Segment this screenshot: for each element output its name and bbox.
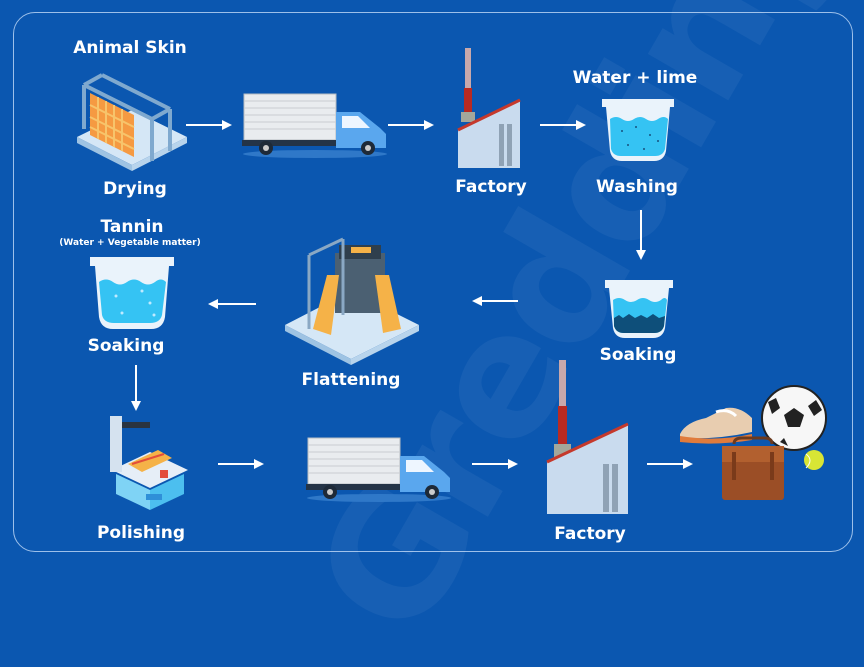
- tannin-label: Tannin: [100, 217, 164, 237]
- arrow-right-icon: [647, 459, 693, 469]
- step-label-soaking-2: Soaking: [87, 336, 165, 356]
- water-tub-icon: [90, 257, 174, 329]
- arrow-left-icon: [208, 299, 256, 309]
- water-tub-sediment-icon: [605, 280, 673, 338]
- animal-skin-label: Animal Skin: [73, 38, 187, 58]
- tannin-sub-label: (Water + Vegetable matter): [59, 238, 201, 248]
- arrow-right-icon: [540, 120, 586, 130]
- arrow-right-icon: [472, 459, 518, 469]
- arrow-left-icon: [472, 296, 518, 306]
- water-tub-icon: [602, 99, 674, 161]
- leather-products-icon: [680, 385, 827, 500]
- step-label-washing: Washing: [596, 177, 678, 197]
- step-label-factory-2: Factory: [554, 524, 626, 544]
- arrow-right-icon: [388, 120, 434, 130]
- flattening-machine-icon: [285, 237, 419, 365]
- briefcase-icon: [722, 436, 784, 500]
- step-label-factory: Factory: [455, 177, 527, 197]
- truck-icon: [242, 93, 387, 158]
- truck-icon: [306, 437, 451, 502]
- diagram-frame: [13, 12, 853, 552]
- factory-icon: [457, 48, 521, 168]
- arrow-down-icon: [131, 365, 141, 411]
- step-label-flattening: Flattening: [301, 370, 401, 390]
- polishing-machine-icon: [110, 416, 188, 510]
- arrow-down-icon: [636, 210, 646, 260]
- step-label-drying: Drying: [103, 179, 167, 199]
- tennis-ball-icon: [804, 450, 824, 470]
- football-icon: [761, 385, 827, 451]
- factory-icon: [546, 360, 629, 514]
- arrow-right-icon: [186, 120, 232, 130]
- step-label-polishing: Polishing: [96, 523, 186, 543]
- water-lime-label: Water + lime: [572, 68, 698, 88]
- drying-rack-icon: [77, 73, 187, 171]
- arrow-right-icon: [218, 459, 264, 469]
- step-label-soaking-1: Soaking: [599, 345, 677, 365]
